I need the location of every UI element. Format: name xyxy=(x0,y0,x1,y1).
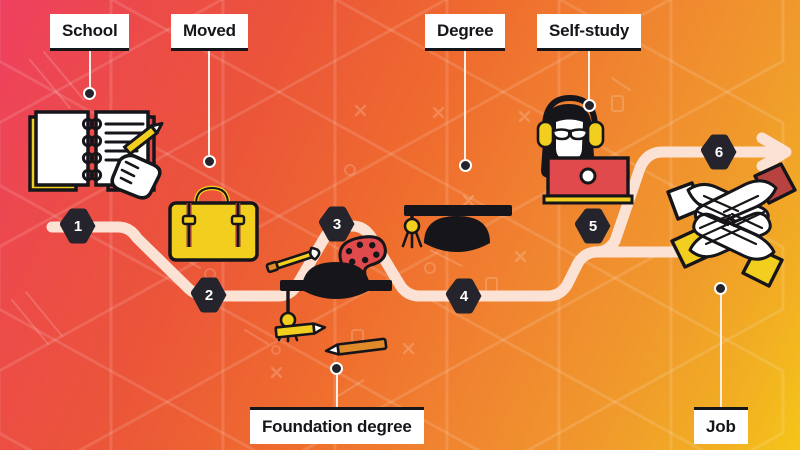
callout-rule xyxy=(537,48,642,51)
milestone-number-label: 6 xyxy=(714,143,724,161)
person-with-headphones-at-laptop-icon xyxy=(536,94,634,205)
milestone-number-label: 4 xyxy=(459,287,469,305)
callout-stem xyxy=(588,51,591,99)
callout-degree[interactable]: Degree xyxy=(425,14,506,172)
callout-dot xyxy=(582,99,596,112)
milestone-number-5[interactable]: 5 xyxy=(574,207,612,245)
callout-dot xyxy=(202,155,216,168)
hexagon-shape xyxy=(59,208,96,244)
callout-dot xyxy=(330,362,344,375)
yellow-suitcase-icon xyxy=(168,185,259,262)
callout-label: Foundation degree xyxy=(250,410,424,444)
hexagon-shape xyxy=(190,277,227,313)
callout-rule xyxy=(171,48,248,51)
callout-dot xyxy=(714,282,728,295)
graduation-cap-icon xyxy=(401,205,512,252)
callout-rule xyxy=(694,407,748,410)
callout-foundation-degree[interactable]: Foundation degree xyxy=(250,362,424,444)
graduation-cap-with-art-supplies-icon xyxy=(265,235,392,356)
hexagon-shape xyxy=(574,208,611,244)
callout-label: Job xyxy=(694,410,748,444)
callout-label: Moved xyxy=(171,14,248,48)
callout-label: School xyxy=(50,14,130,48)
callout-label: Self-study xyxy=(537,14,642,48)
callout-stem xyxy=(335,375,338,407)
milestone-number-label: 1 xyxy=(73,217,83,235)
callout-stem xyxy=(88,51,91,87)
milestone-number-4[interactable]: 4 xyxy=(445,277,483,315)
callout-school[interactable]: School xyxy=(50,14,130,100)
milestone-number-6[interactable]: 6 xyxy=(700,133,738,171)
callout-rule xyxy=(250,407,424,410)
callout-stem xyxy=(208,51,211,155)
callout-rule xyxy=(50,48,130,51)
milestone-number-2[interactable]: 2 xyxy=(190,276,228,314)
hexagon-shape xyxy=(700,134,737,170)
callout-stem xyxy=(464,51,467,159)
callout-moved[interactable]: Moved xyxy=(171,14,248,168)
open-notebook-with-writing-hand-icon xyxy=(28,110,164,200)
milestone-number-3[interactable]: 3 xyxy=(318,205,356,243)
hexagon-shape xyxy=(445,278,482,314)
callout-self-study[interactable]: Self-study xyxy=(537,14,642,112)
milestone-number-1[interactable]: 1 xyxy=(59,207,97,245)
callout-label: Degree xyxy=(425,14,506,48)
stacked-hands-teamwork-icon xyxy=(666,162,797,288)
callout-rule xyxy=(425,48,506,51)
milestone-number-label: 5 xyxy=(588,217,598,235)
callout-stem xyxy=(719,295,722,407)
milestone-number-label: 2 xyxy=(204,286,214,304)
callout-dot xyxy=(458,159,472,172)
callout-job[interactable]: Job xyxy=(694,282,748,444)
callout-dot xyxy=(83,87,97,100)
milestone-number-label: 3 xyxy=(332,215,342,233)
hexagon-shape xyxy=(318,206,355,242)
